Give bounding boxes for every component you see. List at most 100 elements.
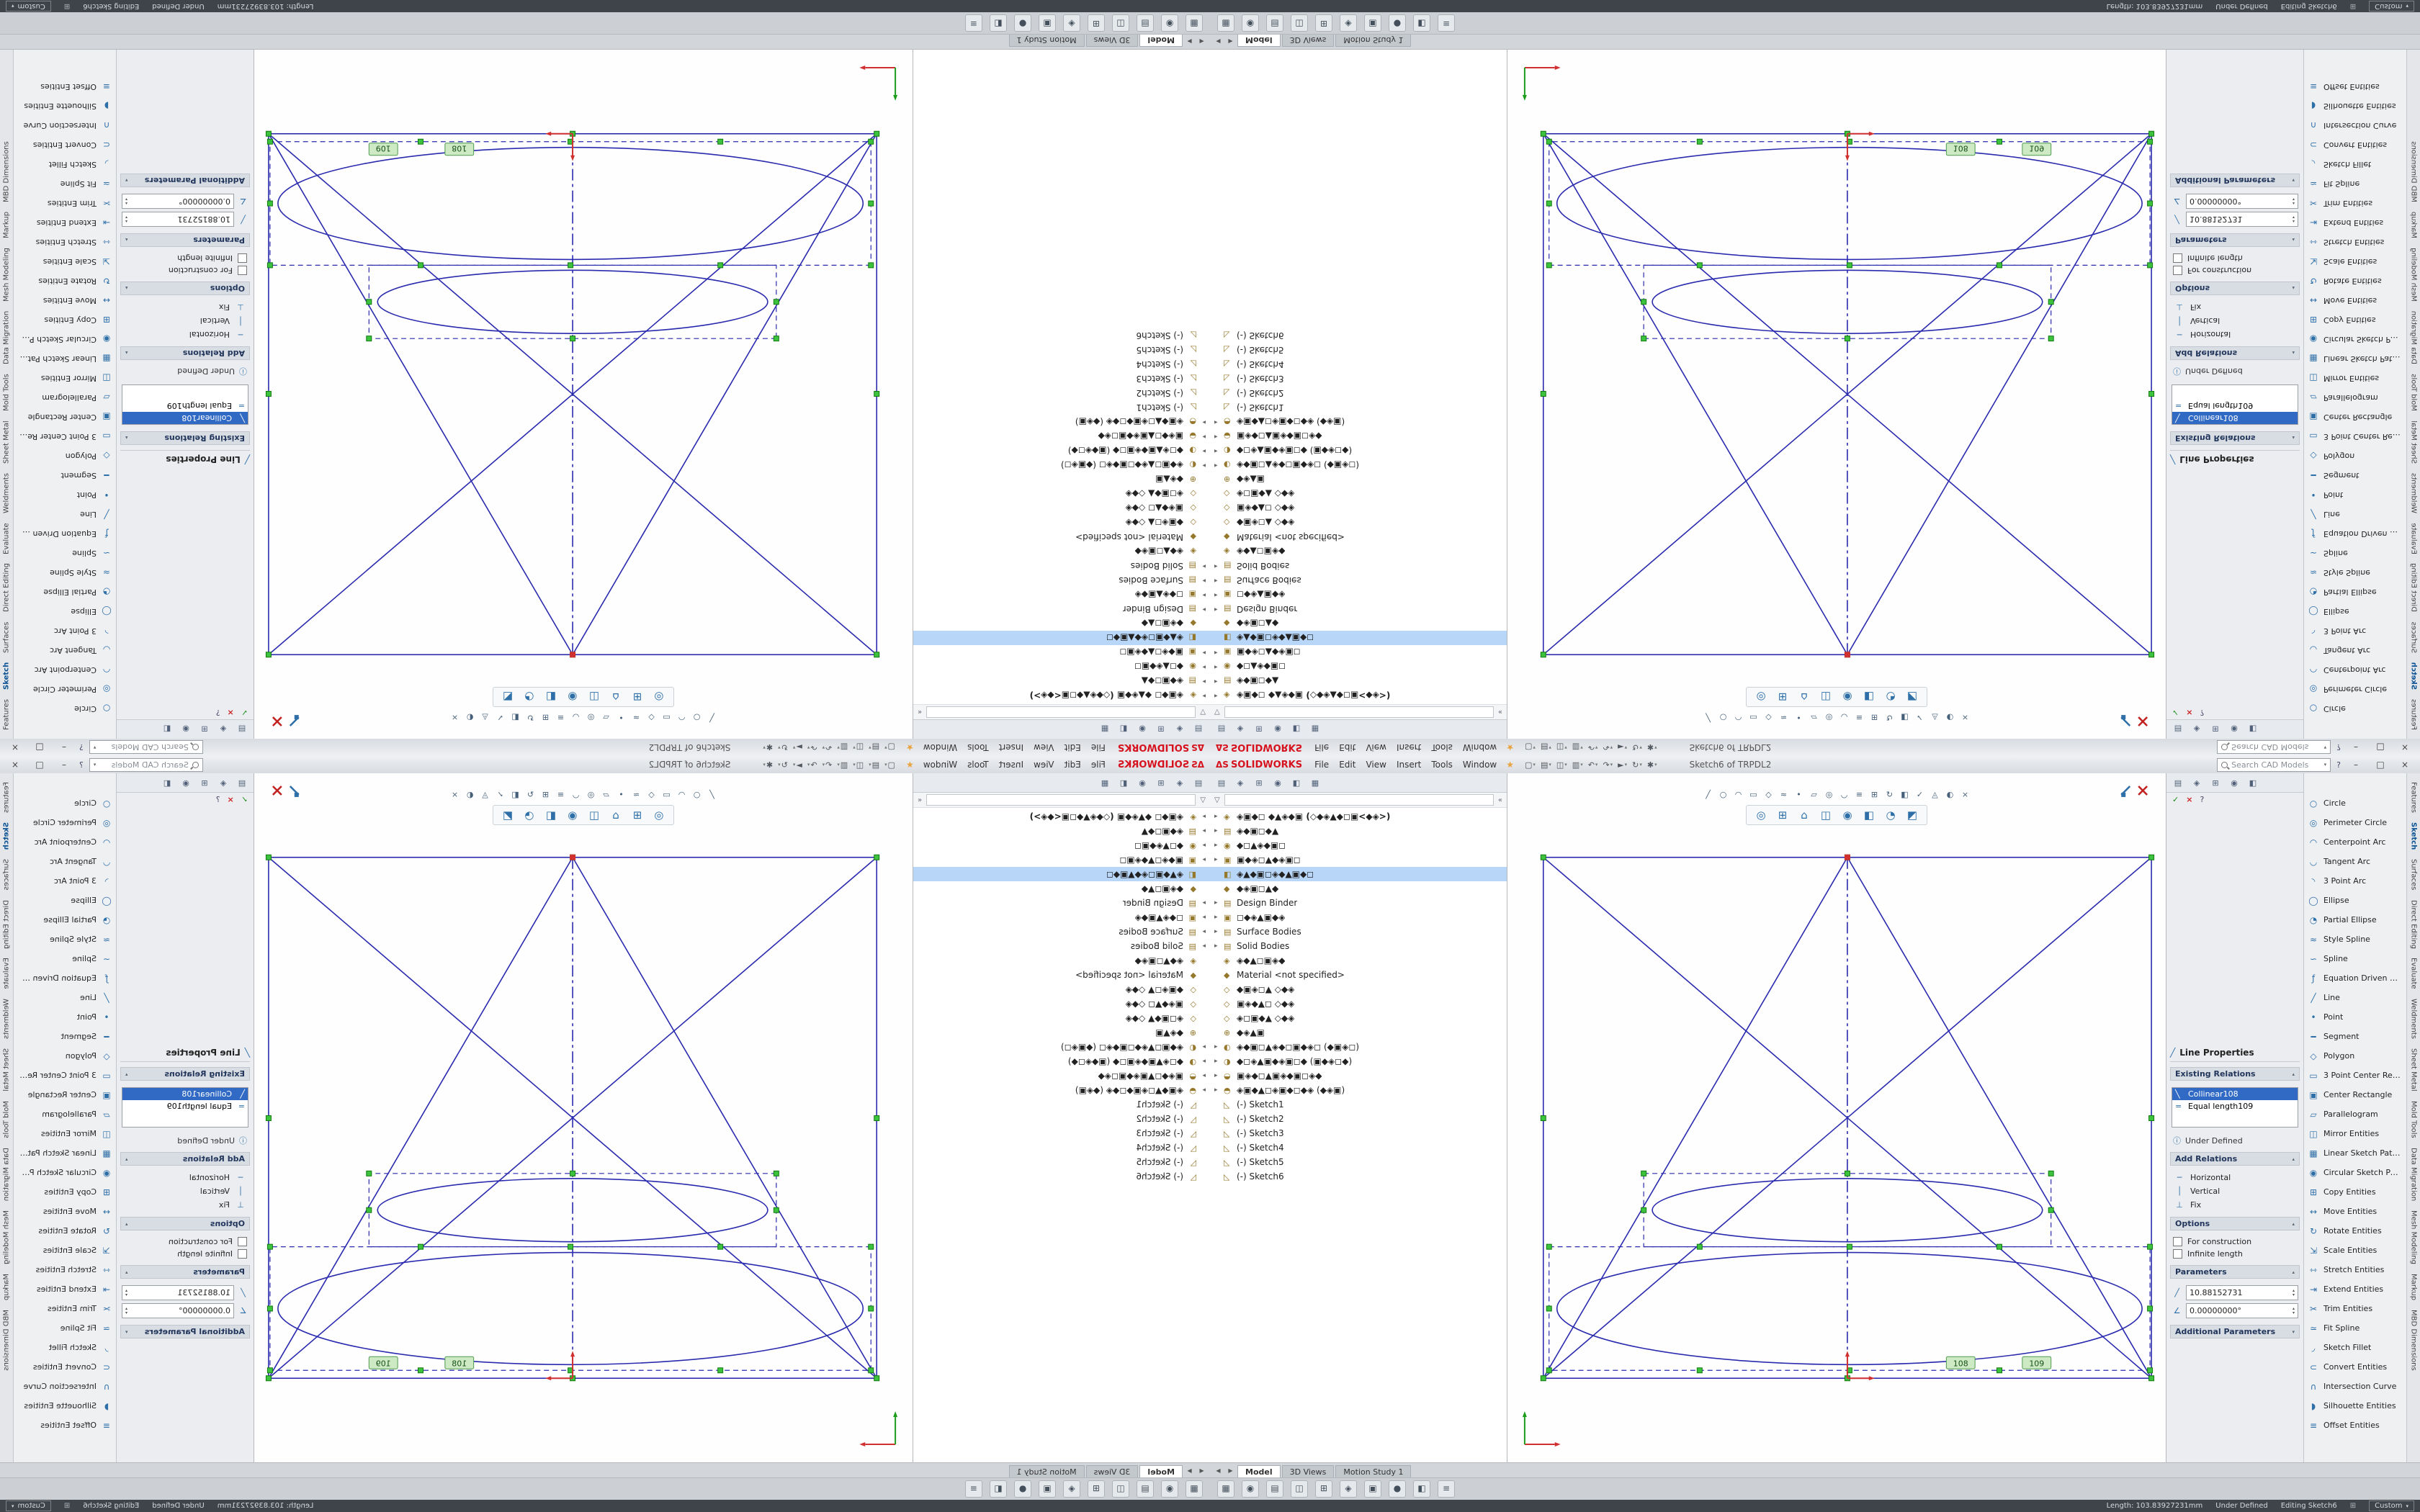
taskbar-icon-1[interactable]: ▦ [1217, 14, 1234, 32]
view-toolbar-icon-1[interactable]: ◎ [654, 809, 664, 822]
spin-down-icon[interactable]: ▾ [2292, 1310, 2295, 1315]
options-button[interactable]: ✱▾ [761, 760, 775, 770]
pm-help-button[interactable]: ? [2200, 708, 2205, 717]
tree-item[interactable]: ◧◈▲◆▣◻◈◆▲▣◆◻ [1210, 631, 1507, 645]
doc-tab-model[interactable]: Model [1237, 1465, 1281, 1477]
feature-panel-tab-icon-1[interactable]: ▤ [1194, 778, 1203, 788]
menu-insert[interactable]: Insert [998, 742, 1024, 752]
open-file-button[interactable]: ▤▾ [866, 760, 882, 770]
expand-caret-icon[interactable]: ▸ [1202, 842, 1206, 849]
tool-perimeter-circle[interactable]: ◎Perimeter Circle [2304, 680, 2406, 699]
sketch-toolbar-icon-3[interactable]: ◠ [678, 713, 686, 722]
pm-help-button[interactable]: ? [2200, 795, 2205, 804]
filter-funnel-icon[interactable]: ▽ [1214, 796, 1220, 804]
menu-window[interactable]: Window [1462, 760, 1497, 770]
tab-mbd-dimensions[interactable]: MBD Dimensions [2, 1309, 11, 1371]
tool-spline[interactable]: ∽Spline [14, 544, 116, 563]
property-panel-tab-icon-4[interactable]: ◉ [2231, 724, 2238, 734]
sketch-toolbar-icon-2[interactable]: ○ [1719, 790, 1727, 799]
open-file-button[interactable]: ▤▾ [1538, 742, 1554, 753]
sketch-toolbar-icon-2[interactable]: ○ [693, 790, 701, 799]
expand-caret-icon[interactable]: ▸ [1214, 462, 1218, 469]
add-relation-vertical-button[interactable]: │Vertical [2170, 314, 2300, 328]
view-toolbar-icon-4[interactable]: ◫ [1820, 690, 1832, 703]
sketch-toolbar-icon-8[interactable]: ▱ [1811, 790, 1817, 799]
taskbar-icon-9[interactable]: ◧ [1413, 14, 1430, 32]
tree-item[interactable]: ▸◒▣◈◆◻▲▣◈◆▣◻◈◆ [913, 429, 1210, 444]
tree-item[interactable]: ◧◈▲◆▣◻◈◆▲▣◆◻ [913, 867, 1210, 881]
tree-item[interactable]: ▸◐◈◆▣◻▲◈◆◻▣◆◈◻ (◆▣◈◻) [913, 1040, 1210, 1054]
tree-item[interactable]: ▸▤Design Binder [1210, 896, 1507, 910]
tree-item[interactable]: ◇◆▣◈◻▲ ◇◆◈ [913, 516, 1210, 530]
feature-panel-tab-icon-6[interactable]: ▦ [1101, 778, 1109, 788]
new-file-button[interactable]: ▢▾ [882, 742, 897, 753]
taskbar-icon-2[interactable]: ◉ [1242, 14, 1259, 32]
taskbar-icon-3[interactable]: ▤ [1137, 14, 1154, 32]
tool-parallelogram[interactable]: ▱Parallelogram [2304, 388, 2406, 408]
tool-partial-ellipse[interactable]: ◔Partial Ellipse [2304, 582, 2406, 602]
save-button[interactable]: ◫▾ [1554, 742, 1569, 753]
tree-item[interactable]: ◺(-) Sketch2 [913, 386, 1210, 400]
tool-3-point-center-recta[interactable]: ▭3 Point Center Recta... [2304, 427, 2406, 446]
taskbar-icon-7[interactable]: ▣ [1364, 14, 1381, 32]
confirmation-corner[interactable] [2120, 786, 2148, 797]
menu-edit[interactable]: Edit [1064, 760, 1081, 770]
menu-view[interactable]: View [1034, 742, 1054, 752]
sketch-toolbar-icon-12[interactable]: ⊞ [1870, 713, 1878, 722]
taskbar-icon-7[interactable]: ▣ [1039, 1480, 1056, 1498]
favorites-star-icon[interactable]: ★ [1506, 742, 1515, 752]
feature-panel-tab-icon-4[interactable]: ◉ [1139, 724, 1146, 734]
tool-sketch-fillet[interactable]: ◞Sketch Fillet [2304, 155, 2406, 174]
property-panel-tab-icon-1[interactable]: ▤ [2174, 778, 2182, 788]
tool-silhouette-entities[interactable]: ◗Silhouette Entities [2304, 96, 2406, 116]
taskbar-icon-6[interactable]: ◈ [1063, 1480, 1080, 1498]
tool-line[interactable]: ╱Line [14, 988, 116, 1007]
tool-rotate-entities[interactable]: ↻Rotate Entities [2304, 271, 2406, 291]
tree-item[interactable]: ◧◈▲◆▣◻◈◆▲▣◆◻ [1210, 867, 1507, 881]
tree-item[interactable]: ▸▤Design Binder [913, 602, 1210, 616]
tool-stretch-entities[interactable]: ⇿Stretch Entities [2304, 233, 2406, 252]
units-selector[interactable]: Custom ▾ [2369, 1500, 2414, 1511]
expand-caret-icon[interactable]: ▸ [1202, 827, 1206, 834]
selection-boxes[interactable] [269, 1173, 871, 1371]
tree-item[interactable]: ▸◉◆◻▲◈◆▣◻ [1210, 838, 1507, 852]
tree-item[interactable]: ◺(-) Sketch5 [913, 343, 1210, 357]
tree-item[interactable]: ◆Material <not specified> [913, 530, 1210, 544]
tree-item[interactable]: ▸▤Solid Bodies [913, 559, 1210, 573]
view-toolbar-icon-4[interactable]: ◫ [588, 809, 600, 822]
select-button[interactable]: ►▾ [1615, 742, 1629, 753]
parameter-input-2[interactable]: 0.00000000°▴▾ [2186, 194, 2298, 209]
section-parameters[interactable]: Parameters ▴ [120, 233, 250, 247]
feature-panel-tab-icon-5[interactable]: ◧ [1292, 778, 1301, 788]
tree-item[interactable]: ◺(-) Sketch6 [1210, 328, 1507, 343]
tree-item[interactable]: ▸▤Design Binder [913, 896, 1210, 910]
doc-tab-model[interactable]: Model [1237, 35, 1281, 47]
section-options[interactable]: Options ▴ [120, 282, 250, 295]
tree-item[interactable]: ◺(-) Sketch4 [1210, 1140, 1507, 1155]
taskbar-icon-7[interactable]: ▣ [1039, 14, 1056, 32]
sketch-toolbar-icon-9[interactable]: ◎ [1825, 713, 1833, 722]
expand-caret-icon[interactable]: ▸ [1214, 447, 1218, 454]
add-relation-horizontal-button[interactable]: ─Horizontal [2170, 1171, 2300, 1184]
tree-item[interactable]: ▸◉◆◻▲◈◆▣◻ [913, 660, 1210, 674]
tool-style-spline[interactable]: ≈Style Spline [14, 930, 116, 949]
ok-button[interactable]: ✓ [241, 708, 248, 717]
tree-item[interactable]: ◺(-) Sketch4 [1210, 357, 1507, 372]
sketch-canvas[interactable]: 108 109 [1507, 50, 2166, 739]
spinner-icons[interactable]: ▴▾ [125, 1306, 128, 1315]
parameter-input-2[interactable]: 0.00000000°▴▾ [122, 194, 234, 209]
options-button[interactable]: ✱▾ [761, 742, 775, 753]
tab-scroll-left-icon[interactable]: ◀ [1216, 38, 1221, 45]
tool-segment[interactable]: ━Segment [14, 466, 116, 485]
minimize-button[interactable]: – [2354, 760, 2358, 770]
tool-3-point-arc[interactable]: ◝3 Point Arc [14, 871, 116, 891]
spin-up-icon[interactable]: ▴ [2292, 219, 2295, 225]
sketch-toolbar-icon-9[interactable]: ◎ [587, 713, 595, 722]
feature-panel-tab-icon-1[interactable]: ▤ [1217, 724, 1226, 734]
sketch-toolbar-icon-3[interactable]: ◠ [1734, 790, 1742, 799]
section-existing-relations[interactable]: Existing Relations ▴ [2170, 431, 2300, 445]
spin-down-icon[interactable]: ▾ [125, 1310, 128, 1315]
view-toolbar-icon-3[interactable]: ⌂ [612, 809, 619, 822]
tool-scale-entities[interactable]: ⇲Scale Entities [2304, 252, 2406, 271]
